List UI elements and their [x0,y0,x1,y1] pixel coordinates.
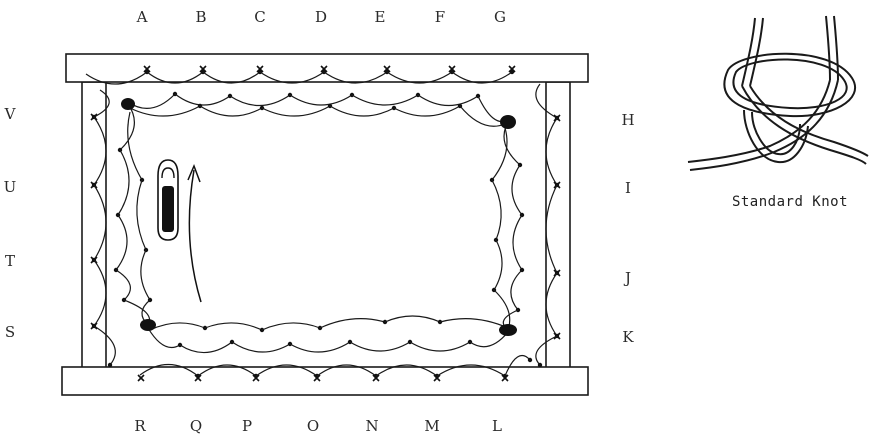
frame-top-bar [66,54,588,82]
mesh-right-col-2 [503,122,524,332]
label-H: H [621,111,634,129]
corner-knot-bottom-right [499,324,517,336]
label-D: D [315,8,327,26]
mesh-left-col-3 [128,112,152,327]
label-N: N [365,417,378,435]
label-S: S [5,323,15,341]
label-I: I [625,179,631,197]
label-M: M [424,417,439,435]
standard-knot-icon [688,16,868,170]
label-P: P [242,417,252,435]
label-C: C [254,8,265,26]
mesh-top-row-2 [128,92,510,122]
label-A: A [136,8,148,26]
direction-arrow-icon [188,166,201,302]
label-U: U [4,178,17,196]
label-L: L [492,417,502,435]
label-V: V [4,105,17,123]
knot-caption: Standard Knot [732,194,848,210]
label-T: T [5,252,15,270]
label-F: F [435,8,445,26]
label-E: E [375,8,386,26]
corner-knot-top-right [500,115,516,129]
label-J: J [623,269,631,287]
mesh-bottom-row-2 [148,328,510,353]
right-labels: H I J K [621,111,634,346]
mesh-top-row-3 [130,104,507,126]
mesh-bottom-row-3 [150,316,510,332]
net-mesh [86,70,559,378]
label-B: B [195,8,206,26]
label-Q: Q [190,417,202,435]
top-labels: A B C D E F G [136,8,506,26]
corner-knot-top-left [121,98,135,110]
netting-shuttle-icon [158,160,178,240]
corner-knot-bottom-left [140,319,156,331]
bottom-labels: R Q P O N M L [134,417,502,435]
label-G: G [494,8,506,26]
mesh-right-col-3 [490,128,510,332]
label-K: K [622,328,634,346]
corner-knots [121,98,517,336]
mesh-left-col-2 [114,104,150,327]
left-labels: V U T S [4,105,17,341]
label-R: R [134,417,146,435]
label-O: O [307,417,319,435]
frame-right-post [546,82,570,368]
